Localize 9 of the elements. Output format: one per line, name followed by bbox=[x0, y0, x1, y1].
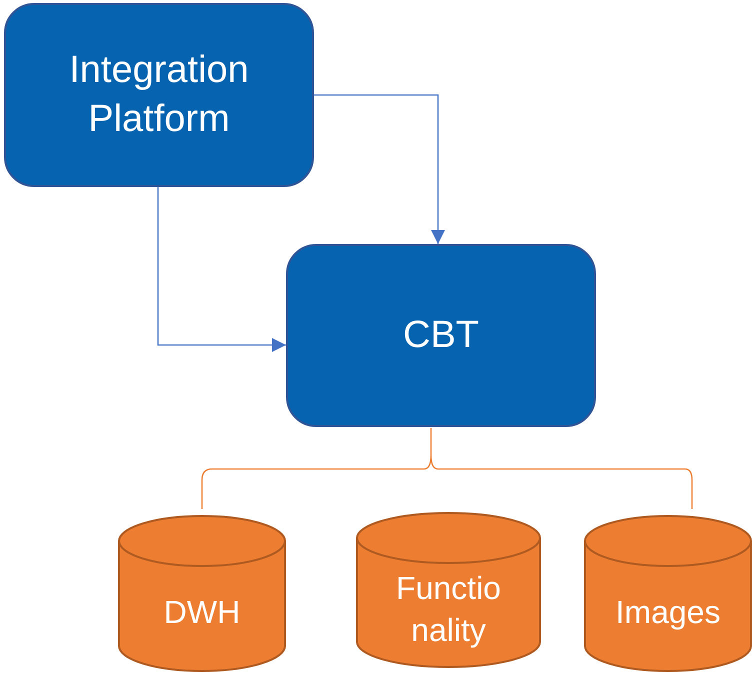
arrow bbox=[314, 94, 445, 244]
process-box bbox=[286, 244, 596, 427]
node-label: Functio nality bbox=[395, 568, 502, 650]
node-label: Images bbox=[616, 593, 720, 632]
process-box bbox=[4, 3, 314, 187]
node-label: DWH bbox=[164, 593, 240, 632]
node-label: CBT bbox=[403, 312, 479, 358]
node-label: Integration Platform bbox=[68, 48, 250, 142]
arrow bbox=[157, 187, 286, 352]
